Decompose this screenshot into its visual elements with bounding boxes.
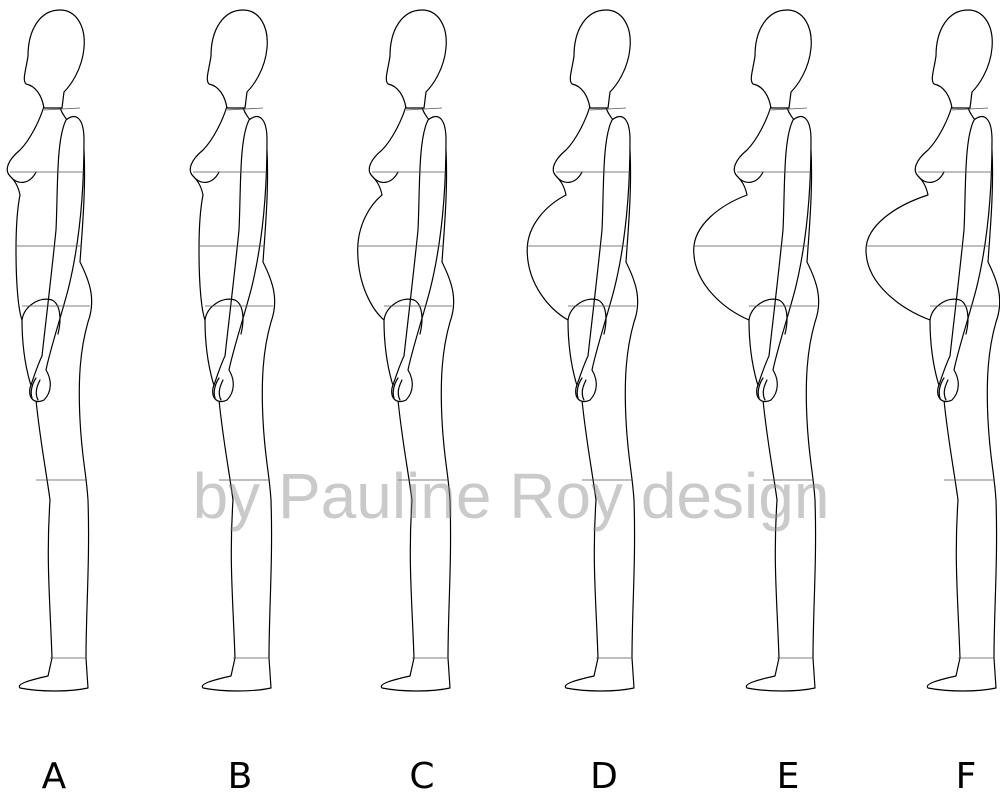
head-outline [24, 10, 84, 108]
head-outline [207, 10, 267, 108]
figure-4 [527, 10, 638, 691]
head-outline [932, 10, 992, 108]
figure-2 [190, 10, 274, 691]
figure-label-b: B [228, 756, 253, 797]
figures-layer [7, 10, 999, 691]
figure-label-f: F [956, 756, 977, 797]
figure-label-e: E [777, 756, 800, 797]
labels-layer: A B C D E F [42, 756, 977, 797]
figure-label-a: A [42, 756, 67, 797]
figure-6 [866, 10, 1000, 691]
head-outline [386, 10, 446, 108]
figure-5 [694, 10, 819, 691]
head-outline [570, 10, 630, 108]
figure-label-c: C [409, 756, 434, 797]
head-outline [751, 10, 811, 108]
figure-label-d: D [590, 756, 618, 797]
figure-3 [358, 10, 454, 691]
watermark-text: by Pauline Roy design [193, 460, 830, 532]
figure-1 [7, 10, 91, 691]
